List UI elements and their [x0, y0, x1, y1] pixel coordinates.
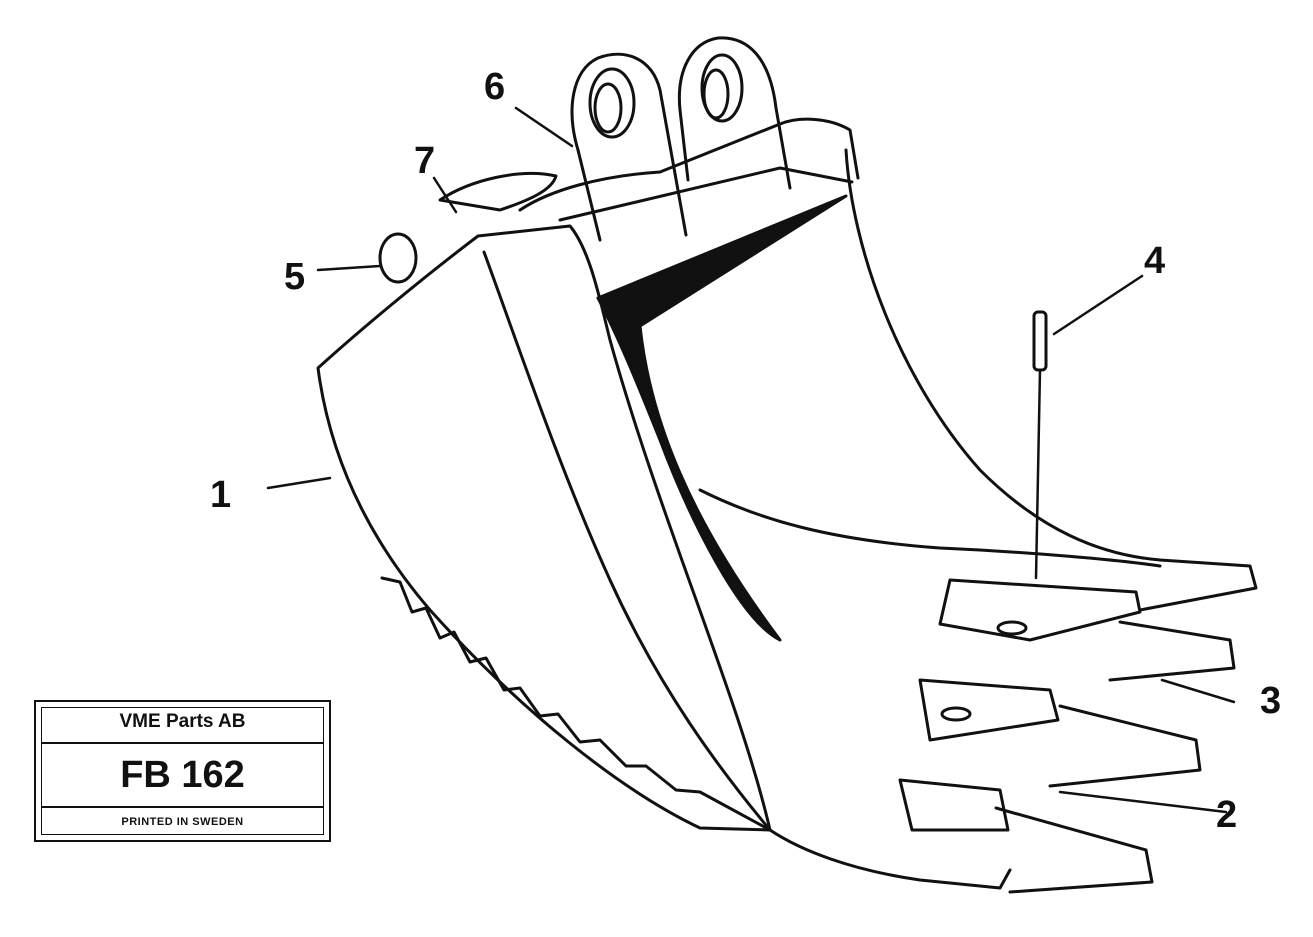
teeth: [898, 578, 1236, 894]
leader-lines: [266, 106, 1236, 814]
wear-strip: [380, 576, 772, 832]
callout-7: 7: [414, 140, 436, 182]
mounting-ear-left: [570, 52, 688, 237]
callout-6: 6: [484, 66, 506, 108]
bucket-interior-shadow: [596, 194, 848, 642]
pin-bore-right: [700, 53, 744, 123]
callout-4: 4: [1144, 240, 1166, 282]
figure-code: FB 162: [42, 742, 323, 808]
retaining-pin: [1032, 310, 1048, 372]
top-plate: [518, 117, 860, 212]
bucket-side-shell: [316, 224, 772, 832]
title-plate: VME Parts AB FB 162 PRINTED IN SWEDEN: [34, 700, 331, 842]
pin-bore-left: [588, 67, 636, 139]
title-plate-frame: [41, 707, 324, 835]
callout-1: 1: [210, 474, 232, 516]
bucket-bottom: [768, 828, 1012, 890]
callout-2: 2: [1216, 794, 1238, 836]
lifting-ring: [378, 232, 418, 284]
company-name: VME Parts AB: [119, 711, 246, 732]
callout-3: 3: [1260, 680, 1282, 722]
printed-note: PRINTED IN SWEDEN: [121, 816, 244, 828]
callout-5: 5: [284, 256, 306, 298]
lifting-lug: [438, 172, 558, 212]
bucket-back: [844, 148, 1258, 612]
mounting-ear-right: [677, 36, 792, 190]
